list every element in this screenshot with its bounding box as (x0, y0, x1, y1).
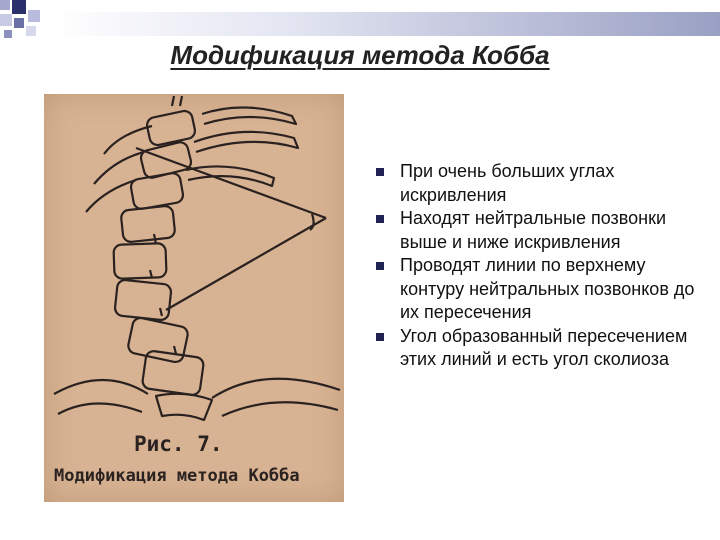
vertebra (113, 278, 173, 322)
process (170, 95, 184, 107)
rib (193, 130, 300, 154)
rib (103, 124, 153, 155)
angle-arc (309, 213, 315, 231)
square-bullet-icon (376, 262, 384, 270)
figure-caption-text: Модификация метода Кобба (54, 466, 300, 486)
vertebra (127, 316, 189, 364)
square-bullet-icon (376, 168, 384, 176)
rib (201, 106, 298, 126)
list-item: Угол образованный пересечением этих лини… (370, 325, 705, 372)
vertebra (120, 205, 176, 243)
pelvis-right-inner (221, 401, 339, 417)
corner-decoration (0, 0, 48, 48)
rib (93, 150, 145, 185)
slide-title: Модификация метода Кобба (170, 40, 550, 70)
pelvis-left (53, 379, 149, 395)
title-bar-decoration (48, 12, 720, 36)
spine-diagram (53, 95, 341, 422)
pelvis-left-inner (57, 402, 143, 415)
square-bullet-icon (376, 332, 384, 341)
vertebra (145, 109, 197, 147)
vertebra (141, 350, 205, 396)
square-bullet-icon (376, 215, 384, 223)
upper-cobb-line (135, 146, 327, 220)
vertebra (112, 242, 168, 280)
bullet-list: При очень больших углах искривления Нахо… (370, 160, 705, 372)
rib (185, 165, 276, 188)
rib (85, 178, 137, 213)
list-item: Проводят линии по верхнему контуру нейтр… (370, 254, 705, 325)
list-item: Находят нейтральные позвонки выше и ниже… (370, 207, 705, 254)
figure-caption-number: Рис. 7. (134, 432, 223, 456)
list-item: При очень больших углах искривления (370, 160, 705, 207)
process (148, 233, 178, 355)
lower-cobb-line (165, 217, 327, 311)
pelvis-right (211, 377, 341, 399)
spine-figure: Рис. 7. Модификация метода Кобба (44, 94, 344, 502)
sacrum (154, 392, 214, 422)
